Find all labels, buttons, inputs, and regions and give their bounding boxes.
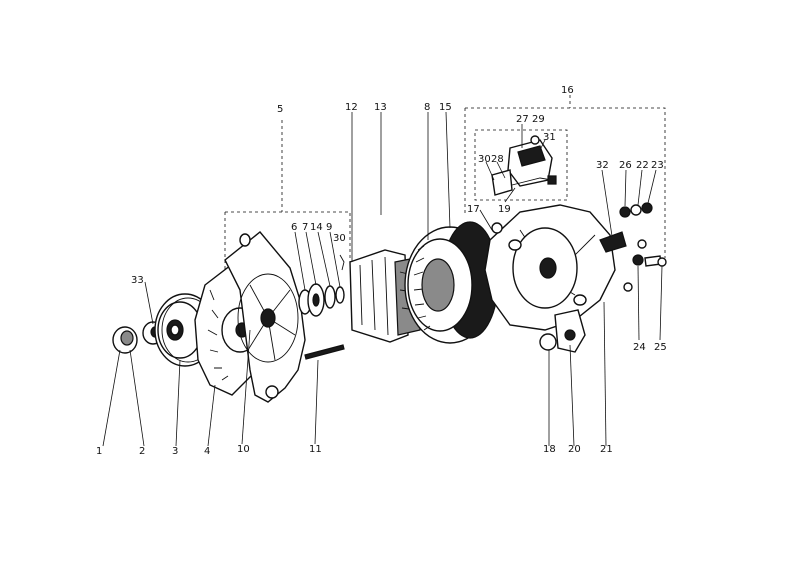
callout-3: 3 bbox=[172, 446, 178, 457]
part-regulator-assembly bbox=[491, 135, 557, 196]
part-through-bolt bbox=[304, 344, 345, 360]
callout-4: 4 bbox=[204, 446, 210, 457]
callout-27: 27 bbox=[516, 114, 529, 125]
part-mounting-foot bbox=[539, 309, 586, 353]
part-nut bbox=[112, 326, 138, 354]
callout-30b: 30 bbox=[478, 154, 491, 165]
callout-labels: 1 2 3 4 5 6 7 14 9 30 10 11 12 13 8 15 1… bbox=[96, 85, 667, 457]
callout-14: 14 bbox=[310, 222, 323, 233]
callout-21: 21 bbox=[600, 444, 613, 455]
part-stator bbox=[404, 221, 499, 344]
callout-11: 11 bbox=[309, 444, 322, 455]
callout-25: 25 bbox=[654, 342, 667, 353]
callout-30a: 30 bbox=[333, 233, 346, 244]
part-drive-end-bracket bbox=[224, 231, 306, 403]
callout-31: 31 bbox=[543, 132, 556, 143]
callout-16: 16 bbox=[561, 85, 574, 96]
callout-2: 2 bbox=[139, 446, 145, 457]
part-bearing-stack bbox=[298, 254, 345, 317]
callout-10: 10 bbox=[237, 444, 250, 455]
leader-lines bbox=[102, 111, 663, 447]
part-terminal-hardware bbox=[619, 202, 653, 218]
callout-6: 6 bbox=[291, 222, 297, 233]
callout-8: 8 bbox=[424, 102, 430, 113]
callout-9: 9 bbox=[326, 222, 332, 233]
callout-18: 18 bbox=[543, 444, 556, 455]
callout-5: 5 bbox=[277, 104, 283, 115]
callout-22: 22 bbox=[636, 160, 649, 171]
callout-7: 7 bbox=[302, 222, 308, 233]
part-terminal-bolts bbox=[623, 239, 667, 292]
callout-13: 13 bbox=[374, 102, 387, 113]
callout-32: 32 bbox=[596, 160, 609, 171]
part-slip-ring-end-housing bbox=[484, 204, 627, 331]
callout-19: 19 bbox=[498, 204, 511, 215]
callout-20: 20 bbox=[568, 444, 581, 455]
callout-15: 15 bbox=[439, 102, 452, 113]
callout-24: 24 bbox=[633, 342, 646, 353]
callout-29: 29 bbox=[532, 114, 545, 125]
callout-1: 1 bbox=[96, 446, 102, 457]
callout-33: 33 bbox=[131, 275, 144, 286]
parts bbox=[112, 135, 667, 403]
callout-28: 28 bbox=[491, 154, 504, 165]
callout-26: 26 bbox=[619, 160, 632, 171]
callout-17: 17 bbox=[467, 204, 480, 215]
callout-23: 23 bbox=[651, 160, 664, 171]
callout-12: 12 bbox=[345, 102, 358, 113]
